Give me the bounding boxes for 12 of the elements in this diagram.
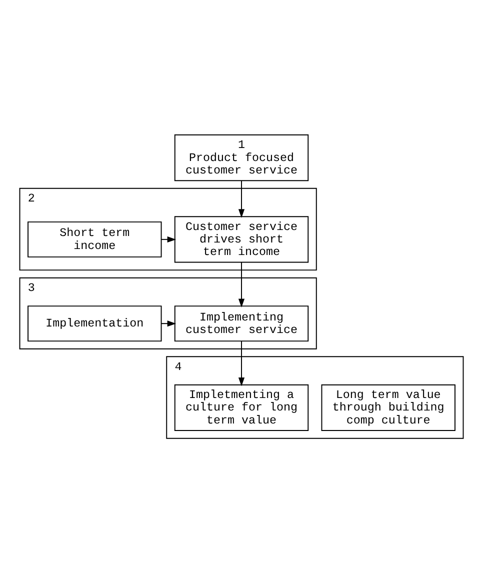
node-box: 1 Product focused customer service bbox=[174, 134, 309, 182]
arrow bbox=[161, 236, 176, 243]
arrow bbox=[238, 340, 245, 386]
node-box: Impletmenting a culture for long term value bbox=[174, 384, 309, 432]
node-box: Short term income bbox=[28, 221, 162, 258]
node-box: Implementing customer service bbox=[174, 306, 309, 342]
arrow bbox=[238, 180, 245, 218]
node-box: Implementation bbox=[28, 306, 162, 342]
arrow bbox=[161, 320, 176, 327]
arrow bbox=[238, 262, 245, 308]
node-box: Customer service drives short term income bbox=[174, 216, 309, 263]
node-box: Long term value through building comp culture bbox=[321, 384, 456, 432]
